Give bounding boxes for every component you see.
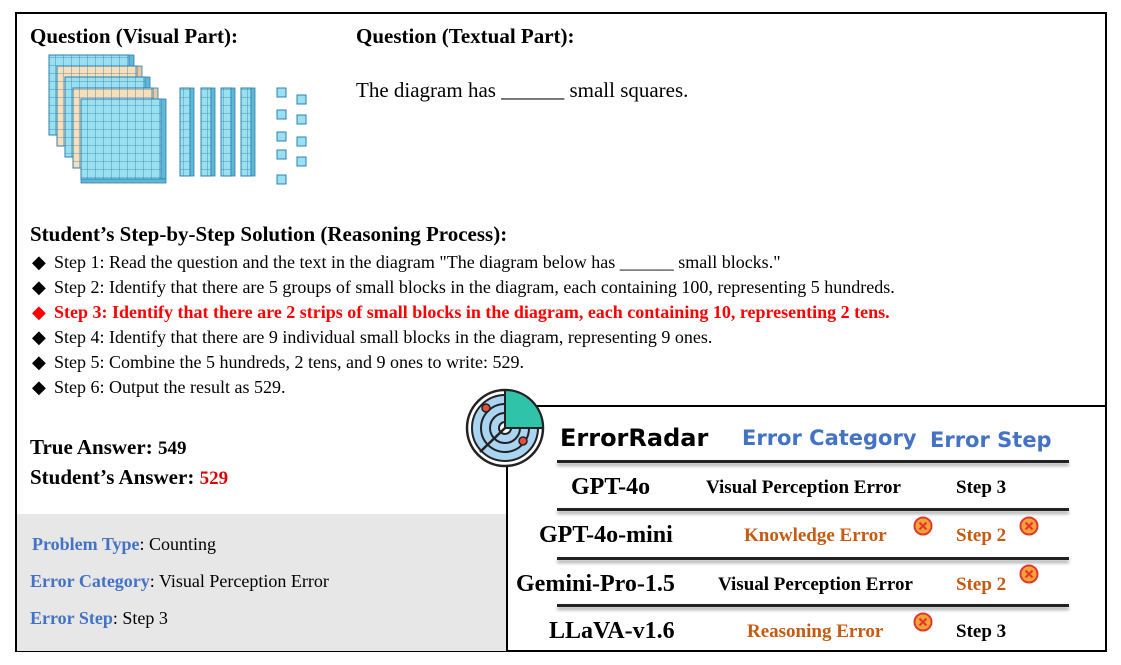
gpt-4o-mini-category: Knowledge Error bbox=[744, 525, 887, 546]
gpt-4o-category: Visual Perception Error bbox=[706, 477, 901, 498]
bullet-icon: ◆ bbox=[32, 252, 46, 272]
model-llava-v1-6: LLaVA-v1.6 bbox=[549, 618, 675, 644]
step-5: ◆Step 5: Combine the 5 hundreds, 2 tens,… bbox=[32, 350, 895, 375]
question-text: The diagram has ______ small squares. bbox=[356, 78, 689, 102]
gemini-pro-1-5-category: Visual Perception Error bbox=[718, 574, 913, 595]
table-separator bbox=[557, 508, 1069, 511]
student-answer: Student’s Answer: 529 bbox=[30, 465, 229, 489]
errorradar-results-box bbox=[506, 405, 1107, 652]
wrong-mark-icon bbox=[913, 612, 933, 632]
step-4: ◆Step 4: Identify that there are 9 indiv… bbox=[32, 325, 895, 350]
errorradar-title: ErrorRadar bbox=[560, 424, 709, 452]
problem-meta-box: Problem Type: Counting Error Category: V… bbox=[17, 514, 506, 651]
model-gemini-pro-1-5: Gemini-Pro-1.5 bbox=[516, 571, 675, 597]
error-step: Error Step: Step 3 bbox=[30, 608, 168, 628]
model-gpt-4o: GPT-4o bbox=[571, 474, 651, 500]
solution-steps: ◆Step 1: Read the question and the text … bbox=[32, 250, 895, 400]
gpt-4o-mini-step: Step 2 bbox=[956, 525, 1007, 546]
unit-cubes bbox=[276, 87, 307, 185]
bullet-icon: ◆ bbox=[32, 327, 46, 347]
student-answer-value: 529 bbox=[199, 468, 229, 489]
figure-frame bbox=[15, 12, 1107, 652]
step-3-erroneous: ◆Step 3: Identify that there are 2 strip… bbox=[32, 300, 895, 325]
base-ten-blocks-illustration bbox=[48, 54, 307, 185]
hundreds-flat-5 bbox=[80, 98, 167, 184]
llava-v1-6-category: Reasoning Error bbox=[747, 621, 884, 642]
gpt-4o-step: Step 3 bbox=[956, 477, 1007, 498]
error-step-column-header: Error Step bbox=[930, 428, 1052, 452]
model-gpt-4o-mini: GPT-4o-mini bbox=[539, 522, 673, 548]
table-separator bbox=[557, 604, 1069, 607]
table-separator bbox=[557, 557, 1069, 560]
wrong-mark-icon bbox=[913, 516, 933, 536]
true-answer-value: 549 bbox=[157, 438, 187, 459]
textual-part-heading: Question (Textual Part): bbox=[356, 24, 575, 48]
bullet-icon: ◆ bbox=[32, 302, 46, 322]
visual-part-heading: Question (Visual Part): bbox=[30, 24, 239, 48]
llava-v1-6-step: Step 3 bbox=[956, 621, 1007, 642]
bullet-icon: ◆ bbox=[32, 377, 46, 397]
step-2: ◆Step 2: Identify that there are 5 group… bbox=[32, 275, 895, 300]
radar-icon bbox=[465, 388, 545, 468]
bullet-icon: ◆ bbox=[32, 352, 46, 372]
error-category: Error Category: Visual Perception Error bbox=[30, 571, 329, 591]
bullet-icon: ◆ bbox=[32, 277, 46, 297]
problem-type: Problem Type: Counting bbox=[32, 534, 217, 554]
gemini-pro-1-5-step: Step 2 bbox=[956, 574, 1007, 595]
true-answer: True Answer: 549 bbox=[30, 435, 187, 459]
tens-rods bbox=[179, 87, 256, 177]
step-1: ◆Step 1: Read the question and the text … bbox=[32, 250, 895, 275]
table-separator bbox=[557, 460, 1069, 463]
wrong-mark-icon bbox=[1019, 564, 1039, 584]
error-category-column-header: Error Category bbox=[742, 426, 917, 450]
solution-heading: Student’s Step-by-Step Solution (Reasoni… bbox=[30, 222, 508, 246]
wrong-mark-icon bbox=[1019, 516, 1039, 536]
step-6: ◆Step 6: Output the result as 529. bbox=[32, 375, 895, 400]
